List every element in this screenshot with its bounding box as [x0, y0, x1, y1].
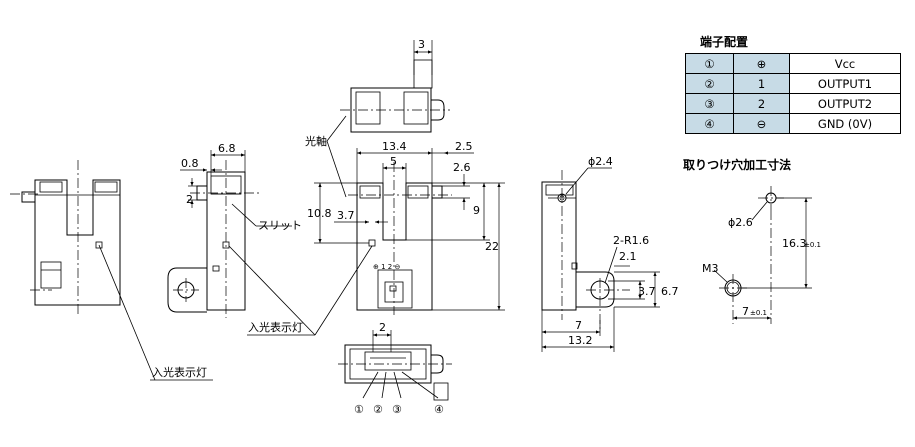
dim-2-1: 2.1 — [619, 250, 637, 263]
dim-16-3: 16.3 — [782, 237, 807, 250]
dim-7-right: 7 — [575, 319, 582, 332]
terminal-table: ① ⊕ Vcc ② 1 OUTPUT1 ③ 2 OUTPUT2 ④ ⊖ GND … — [685, 53, 901, 134]
dim-2-r1-6: 2-R1.6 — [613, 234, 649, 247]
mounting-holes: ϕ2.6 M3 16.3 ±0.1 7 ±0.1 — [702, 186, 821, 324]
dim-9: 9 — [473, 204, 480, 217]
terminal-number: ③ — [685, 93, 734, 114]
mounting-title: 取りつけ穴加工寸法 — [683, 158, 792, 172]
indicator-led-left — [95, 241, 103, 249]
slit-label: スリット — [258, 219, 302, 232]
bottom-view: 2 ① ② ③ ④ — [338, 321, 452, 416]
dim-3-7-front: 3.7 — [337, 209, 355, 222]
right-view-flange — [576, 271, 615, 308]
dim-2-bottom: 2 — [379, 321, 386, 334]
dim-0-8: 0.8 — [181, 157, 199, 170]
side-view-body — [206, 171, 246, 311]
left-view-connector — [40, 261, 62, 289]
dim-7-mount-tol: ±0.1 — [750, 309, 767, 317]
optical-axis-label: 光軸 — [305, 134, 327, 148]
right-view: ϕ2.4 2-R1.6 2.1 3.7 6.7 7 13.2 — [541, 155, 679, 352]
dim-6-8: 6.8 — [218, 142, 236, 155]
dim-13-2: 13.2 — [568, 334, 593, 347]
terminal-symbol: 2 — [733, 93, 790, 114]
terminal-number: ④ — [685, 113, 734, 134]
terminal-name: GND (0V) — [789, 113, 901, 134]
dim-phi-2-4: ϕ2.4 — [588, 155, 613, 168]
terminal-number: ① — [685, 53, 734, 74]
callout-4: ④ — [434, 403, 444, 416]
pin-labels-front: ⊕ 1 2 ⊖ — [373, 263, 400, 271]
dim-10-8: 10.8 — [307, 207, 332, 220]
dim-3: 3 — [418, 38, 425, 51]
right-view-body — [541, 181, 577, 311]
dim-2-6: 2.6 — [453, 161, 471, 174]
terminal-symbol: ⊕ — [733, 53, 790, 74]
front-view: ⊕ 1 2 ⊖ 13.4 2.5 5 2.6 10.8 3.7 — [307, 140, 505, 315]
dim-5: 5 — [390, 155, 397, 168]
dim-2-side: 2 — [186, 193, 193, 206]
mount-screw-label: M3 — [702, 262, 719, 275]
dim-3-7-right: 3.7 — [638, 285, 656, 298]
callout-1: ① — [354, 403, 364, 416]
indicator-callout-center: 入光表示灯 — [228, 245, 373, 336]
side-view-flange — [167, 267, 207, 313]
indicator-label-left: 入光表示灯 — [152, 365, 207, 379]
dim-phi-2-6: ϕ2.6 — [728, 216, 753, 229]
terminal-name: Vcc — [789, 53, 901, 74]
side-view: 6.8 0.8 2 スリット — [167, 142, 302, 318]
indicator-led-front — [368, 239, 376, 247]
dim-13-4: 13.4 — [382, 140, 407, 153]
dim-22: 22 — [485, 240, 499, 253]
callout-3: ③ — [392, 403, 402, 416]
callout-2: ② — [373, 403, 383, 416]
indicator-label-center: 入光表示灯 — [248, 320, 303, 334]
top-view: 3 光軸 — [305, 38, 450, 198]
dim-6-7: 6.7 — [661, 285, 679, 298]
left-view: 入光表示灯 — [10, 160, 213, 381]
left-view-lens-stub — [21, 191, 36, 203]
terminal-row: ④ ⊖ GND (0V) — [685, 113, 901, 134]
terminal-symbol: ⊖ — [733, 113, 790, 134]
dim-2-5: 2.5 — [455, 140, 473, 153]
indicator-leader-left — [98, 244, 156, 381]
terminal-row: ① ⊕ Vcc — [685, 53, 901, 74]
terminal-table-title: 端子配置 — [700, 35, 749, 49]
dim-16-3-tol: ±0.1 — [804, 241, 821, 249]
terminal-symbol: 1 — [733, 73, 790, 94]
left-view-body — [34, 179, 121, 306]
dim-7-mount: 7 — [742, 305, 749, 318]
